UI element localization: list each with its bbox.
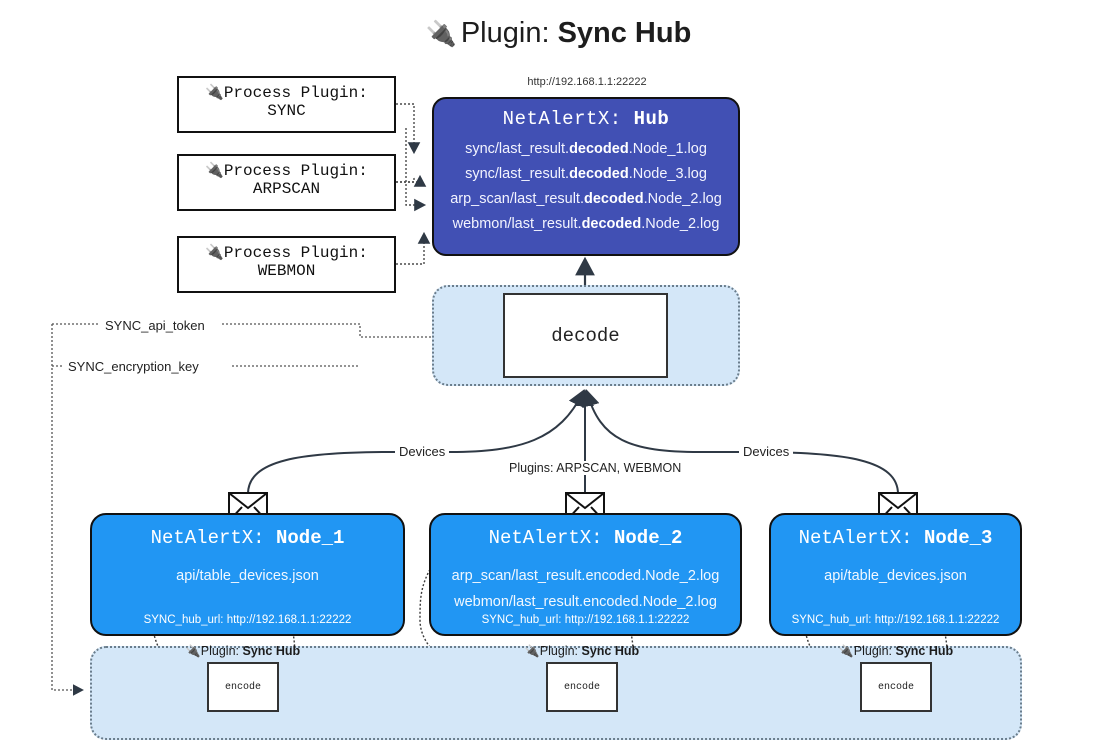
plug-icon: 🔌 <box>205 162 224 179</box>
node-title: NetAlertX: Node_1 <box>92 527 403 549</box>
hub-log-mid: decoded <box>583 191 644 207</box>
hub-title: NetAlertX: Hub <box>434 108 738 130</box>
node-title: NetAlertX: Node_3 <box>771 527 1020 549</box>
plug-icon: 🔌 <box>205 244 224 261</box>
hub-log-mid: decoded <box>569 141 629 157</box>
label-sync-encryption-key: SYNC_encryption_key <box>64 359 203 374</box>
node-resource-line: api/table_devices.json <box>176 568 319 584</box>
node-footer: SYNC_hub_url: http://192.168.1.1:22222 <box>791 614 1000 626</box>
process-plugin-name: WEBMON <box>257 262 316 281</box>
node-title-name: Node_2 <box>614 527 683 549</box>
plug-icon: 🔌 <box>185 644 201 658</box>
node-resource-line: webmon/last_result.encoded.Node_2.log <box>454 594 717 610</box>
node-resource-line: arp_scan/last_result.encoded.Node_2.log <box>451 568 720 584</box>
hub-url-caption: http://192.168.1.1:22222 <box>527 76 647 88</box>
plug-icon: 🔌 <box>205 84 224 101</box>
process-plugin-label: 🔌Process Plugin: <box>205 244 368 262</box>
hub-log-post: .Node_1.log <box>628 141 707 157</box>
label-devices-left: Devices <box>395 444 450 459</box>
process-plugin-arpscan[interactable]: 🔌Process Plugin: ARPSCAN <box>177 154 396 211</box>
process-plugin-name: SYNC <box>267 102 306 121</box>
node-title-name: Node_3 <box>924 527 993 549</box>
label-sync-api-token: SYNC_api_token <box>101 318 209 333</box>
hub-log-line: webmon/last_result.decoded.Node_2.log <box>434 212 738 237</box>
plug-icon: 🔌 <box>524 644 540 658</box>
node-title-prefix: NetAlertX: <box>798 527 913 549</box>
node-title-prefix: NetAlertX: <box>150 527 265 549</box>
plug-icon: 🔌 <box>838 644 854 658</box>
encode-box-node-1[interactable]: encode <box>207 662 279 712</box>
hub-log-pre: arp_scan/last_result. <box>450 191 584 207</box>
hub-log-line: sync/last_result.decoded.Node_1.log <box>434 137 738 162</box>
node-title: NetAlertX: Node_2 <box>431 527 740 549</box>
process-plugin-sync[interactable]: 🔌Process Plugin: SYNC <box>177 76 396 133</box>
page-title-prefix: Plugin: <box>460 17 550 49</box>
hub-node[interactable]: NetAlertX: Hub sync/last_result.decoded.… <box>432 97 740 256</box>
hub-log-post: .Node_2.log <box>643 191 722 207</box>
process-plugin-name: ARPSCAN <box>252 180 321 199</box>
hub-log-pre: sync/last_result. <box>465 166 570 182</box>
decode-box[interactable]: decode <box>503 293 668 378</box>
hub-title-prefix: NetAlertX: <box>502 108 622 130</box>
process-plugin-label: 🔌Process Plugin: <box>205 162 368 180</box>
page-title: 🔌Plugin: Sync Hub <box>0 17 1117 50</box>
hub-log-line: sync/last_result.decoded.Node_3.log <box>434 162 738 187</box>
hub-log-pre: webmon/last_result. <box>452 216 582 232</box>
encode-box-node-2[interactable]: encode <box>546 662 618 712</box>
node-3[interactable]: NetAlertX: Node_3 api/table_devices.json… <box>769 513 1022 636</box>
hub-log-line: arp_scan/last_result.decoded.Node_2.log <box>434 187 738 212</box>
node-footer: SYNC_hub_url: http://192.168.1.1:22222 <box>481 614 690 626</box>
hub-title-name: Hub <box>633 108 670 130</box>
node-2[interactable]: NetAlertX: Node_2 arp_scan/last_result.e… <box>429 513 742 636</box>
process-plugin-webmon[interactable]: 🔌Process Plugin: WEBMON <box>177 236 396 293</box>
process-plugin-label: 🔌Process Plugin: <box>205 84 368 102</box>
encoder-plugin-label: 🔌Plugin: Sync Hub <box>524 644 640 658</box>
hub-log-mid: decoded <box>569 166 629 182</box>
node-footer: SYNC_hub_url: http://192.168.1.1:22222 <box>143 614 352 626</box>
node-1[interactable]: NetAlertX: Node_1 api/table_devices.json… <box>90 513 405 636</box>
node-title-name: Node_1 <box>276 527 345 549</box>
hub-log-pre: sync/last_result. <box>465 141 570 157</box>
encoder-plugin-label: 🔌Plugin: Sync Hub <box>185 644 301 658</box>
node-resource-line: api/table_devices.json <box>824 568 967 584</box>
node-title-prefix: NetAlertX: <box>488 527 603 549</box>
plug-icon: 🔌 <box>425 20 457 48</box>
encode-box-node-3[interactable]: encode <box>860 662 932 712</box>
encoder-plugin-label: 🔌Plugin: Sync Hub <box>838 644 954 658</box>
hub-log-post: .Node_3.log <box>628 166 707 182</box>
hub-log-post: .Node_2.log <box>641 216 720 232</box>
label-plugins-center: Plugins: ARPSCAN, WEBMON <box>505 461 686 475</box>
hub-log-mid: decoded <box>581 216 642 232</box>
page-title-name: Sync Hub <box>557 17 692 49</box>
label-devices-right: Devices <box>739 444 794 459</box>
